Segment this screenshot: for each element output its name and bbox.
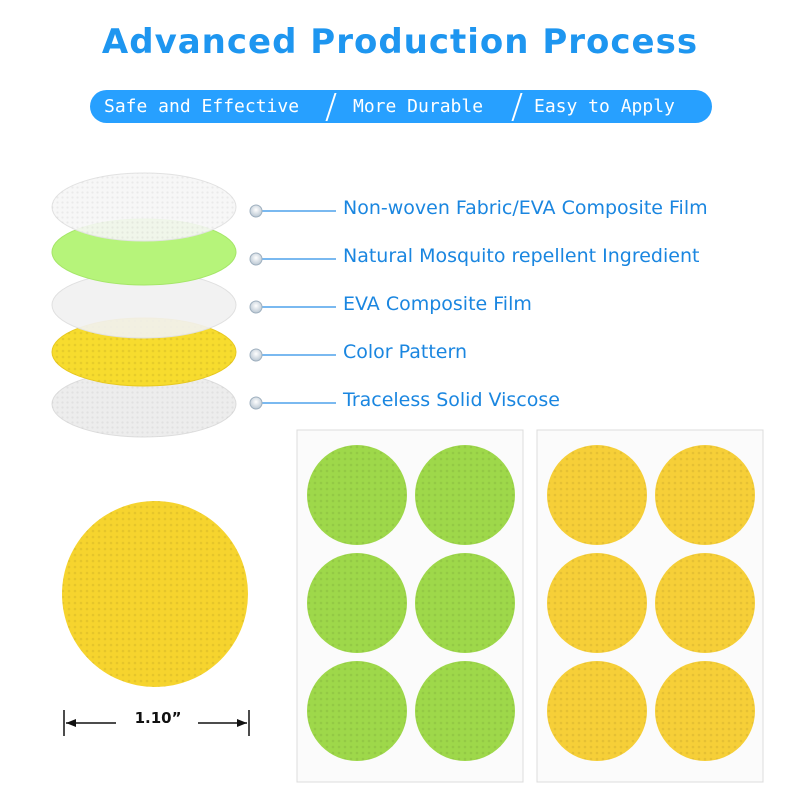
sheet-patch-texture — [307, 553, 407, 653]
sheet-patch-texture — [547, 553, 647, 653]
dimension-label: 1.10” — [134, 709, 182, 727]
layer-label-color-pattern: Color Pattern — [343, 341, 468, 363]
layer-label-repellent: Natural Mosquito repellent Ingredient — [343, 245, 700, 267]
sheet-patch-texture — [655, 445, 755, 545]
page-title: Advanced Production Process — [101, 22, 699, 62]
sheet-patch-texture — [415, 661, 515, 761]
layer-label-nonwoven: Non-woven Fabric/EVA Composite Film — [343, 197, 708, 219]
banner-item-easy: Easy to Apply — [534, 96, 675, 117]
connector-lines — [262, 210, 336, 404]
banner-item-safe: Safe and Effective — [104, 96, 300, 117]
sheet-patch-texture — [415, 553, 515, 653]
layer-label-viscose: Traceless Solid Viscose — [343, 389, 560, 411]
sheet-patch-texture — [547, 661, 647, 761]
sheet-patch-texture — [655, 661, 755, 761]
sheet-patch-texture — [415, 445, 515, 545]
layer-label-eva: EVA Composite Film — [343, 293, 532, 315]
connector-dots — [249, 204, 263, 410]
sheet-patch-texture — [307, 661, 407, 761]
sheet-patch-texture — [307, 445, 407, 545]
feature-banner: Safe and Effective More Durable Easy to … — [90, 90, 712, 123]
sheet-patch-texture — [655, 553, 755, 653]
banner-item-durable: More Durable — [353, 96, 484, 117]
sheet-patch-texture — [547, 445, 647, 545]
